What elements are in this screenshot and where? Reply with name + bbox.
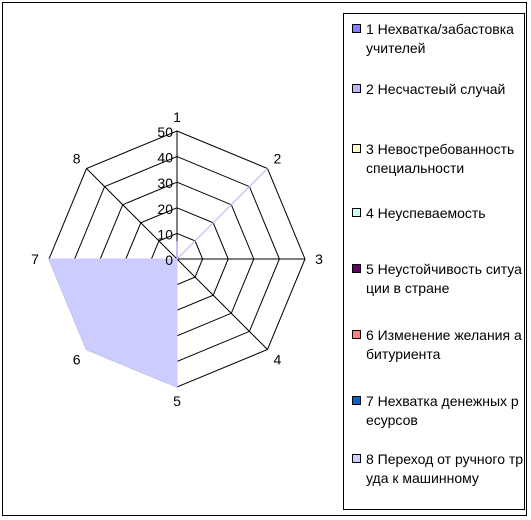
legend-label: 5 Неустойчивость ситуации в стране: [366, 261, 522, 296]
legend-item-2: 2 Несчастеый случай: [352, 80, 524, 99]
legend-swatch: [352, 208, 361, 217]
legend-item-1: 1 Нехватка/забастовка учителей: [352, 20, 524, 58]
legend-item-5: 5 Неустойчивость ситуации в стране: [352, 260, 524, 298]
legend-swatch: [352, 84, 361, 93]
axis-label-7: 7: [31, 251, 39, 267]
legend-item-3: 3 Невостребованность специальности: [352, 140, 524, 178]
radial-tick-label: 40: [157, 150, 173, 166]
legend-label: 8 Переход от ручного труда к машинному: [366, 451, 524, 486]
legend-item-8: 8 Переход от ручного труда к машинному: [352, 450, 524, 488]
legend-label: 2 Несчастеый случай: [366, 81, 506, 97]
axis-label-4: 4: [274, 351, 282, 367]
radial-tick-label: 0: [165, 252, 173, 268]
axis-spoke-4: [176, 258, 268, 350]
legend-swatch: [352, 264, 361, 273]
legend-swatch: [352, 144, 361, 153]
legend-swatch: [352, 454, 361, 463]
legend-swatch: [352, 24, 361, 33]
legend-item-4: 4 Неуспеваемость: [352, 204, 524, 223]
axis-label-6: 6: [73, 351, 81, 367]
legend-swatch: [352, 330, 361, 339]
legend-item-6: 6 Изменение желания абитуриента: [352, 326, 524, 364]
axis-label-5: 5: [173, 393, 181, 409]
radial-tick-label: 10: [157, 226, 173, 242]
radar-chart: 0 10 20 30 40 501 2 3 4 5 6 7 8: [31, 109, 323, 409]
radial-tick-label: 50: [157, 124, 173, 140]
legend-swatch: [352, 396, 361, 405]
axis-spoke-8: [86, 168, 178, 260]
radial-tick-label: 20: [157, 201, 173, 217]
axis-label-1: 1: [173, 109, 181, 125]
legend-label: 6 Изменение желания абитуриента: [366, 327, 522, 362]
axis-label-2: 2: [274, 151, 282, 167]
legend-label: 1 Нехватка/забастовка учителей: [366, 21, 514, 56]
legend-item-7: 7 Нехватка денежных ресурсов: [352, 392, 524, 430]
legend-label: 3 Невостребованность специальности: [366, 141, 515, 176]
radial-tick-label: 30: [157, 175, 173, 191]
legend: 1 Нехватка/забастовка учителей 2 Несчасте…: [343, 13, 525, 510]
axis-label-8: 8: [73, 151, 81, 167]
legend-label: 4 Неуспеваемость: [366, 205, 486, 221]
axis-label-3: 3: [315, 251, 323, 267]
legend-label: 7 Нехватка денежных ресурсов: [366, 393, 519, 428]
series-area-8: [48, 168, 268, 388]
